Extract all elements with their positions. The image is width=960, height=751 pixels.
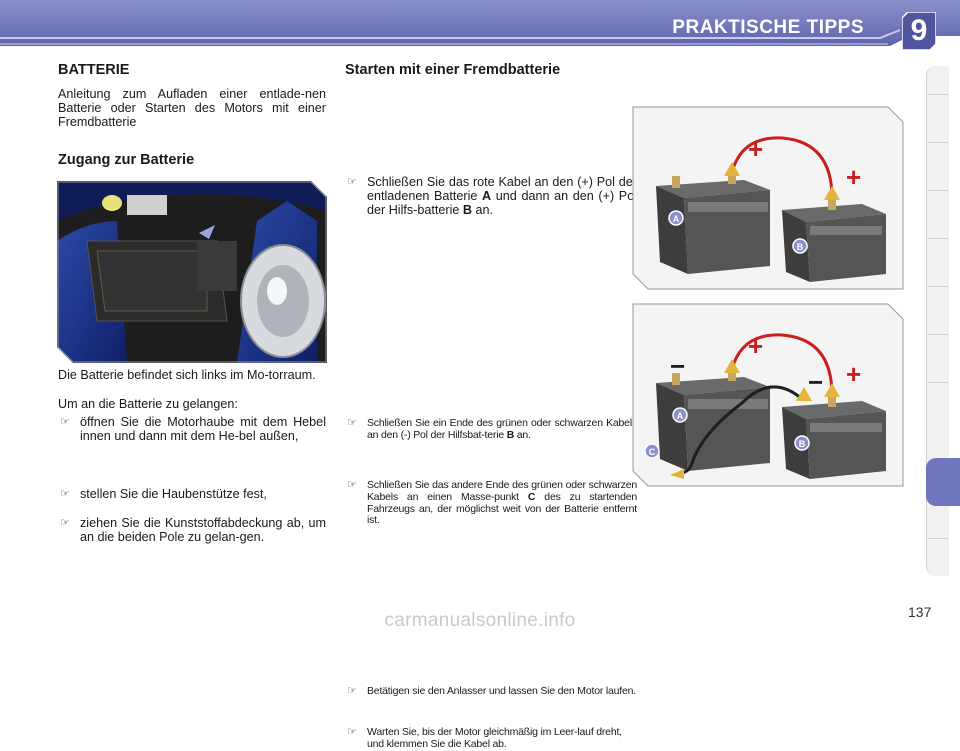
section-heading: BATTERIE (58, 62, 130, 78)
watermark: carmanualsonline.info (384, 610, 576, 631)
tab-divider (928, 334, 948, 335)
list-item: ☞ stellen Sie die Haubenstütze fest, (60, 486, 267, 501)
pointing-hand-icon: ☞ (347, 417, 357, 430)
black-cable (681, 385, 803, 475)
pointing-hand-icon: ☞ (60, 416, 70, 428)
tab-divider (928, 538, 948, 539)
tab-divider (928, 190, 948, 191)
battery-a (656, 172, 770, 274)
battery-a-label: A (677, 411, 684, 421)
battery-a-label: A (673, 214, 680, 224)
list-item: ☞ öffnen Sie die Motorhaube mit dem Hebe… (60, 415, 326, 443)
jump-start-heading: Starten mit einer Fremdbatterie (345, 62, 561, 78)
plus-sign: + (748, 134, 763, 164)
subheading: Zugang zur Batterie (58, 152, 195, 168)
minus-sign: − (670, 351, 685, 381)
ground-point-label: C (649, 447, 656, 457)
tab-divider (928, 94, 948, 95)
pointing-hand-icon: ☞ (347, 175, 357, 188)
page-number: 137 (908, 604, 932, 620)
header-band (0, 0, 960, 46)
red-cable (730, 333, 834, 396)
battery-b-label: B (797, 242, 804, 252)
list-item: ☞ Warten Sie, bis der Motor gleichmäßig … (347, 725, 622, 750)
engine-bay-photo (57, 181, 327, 363)
chapter-tabs (926, 66, 949, 576)
list-item: ☞ Schließen Sie ein Ende des grünen oder… (347, 417, 637, 442)
pointing-hand-icon: ☞ (347, 478, 357, 491)
pointing-hand-icon: ☞ (60, 517, 70, 530)
tab-active-chapter[interactable] (926, 458, 960, 506)
battery-b (782, 198, 886, 282)
plus-sign: + (846, 359, 861, 389)
jump-start-diagram-ground-cable: A B C + + − − (632, 303, 904, 487)
battery-b-label: B (799, 439, 806, 449)
page-title: PRAKTISCHE TIPPS (672, 17, 864, 38)
tab-divider (928, 238, 948, 239)
list-item: ☞ ziehen Sie die Kunststoffabdeckung ab,… (60, 516, 326, 545)
tab-divider (928, 142, 948, 143)
access-intro: Um an die Batterie zu gelangen: (58, 397, 238, 411)
chapter-badge-icon (902, 12, 936, 50)
plus-sign: + (846, 162, 861, 192)
chapter-number: 9 (910, 14, 928, 47)
tab-divider (928, 382, 948, 383)
battery-b (782, 395, 886, 479)
pointing-hand-icon: ☞ (347, 725, 357, 738)
minus-sign: − (808, 367, 823, 397)
list-item: ☞ Schließen Sie das andere Ende des grün… (347, 478, 637, 527)
list-item: ☞ Betätigen sie den Anlasser und lassen … (347, 685, 636, 698)
red-cable (730, 136, 834, 199)
location-text: Die Batterie befindet sich links im Mo-t… (58, 368, 316, 382)
jump-start-diagram-red-cable: A B + + (632, 106, 904, 290)
plus-sign: + (748, 331, 763, 361)
battery-a (656, 369, 770, 471)
ground-point-c (644, 443, 660, 459)
tab-divider (928, 286, 948, 287)
pointing-hand-icon: ☞ (60, 487, 70, 500)
intro-text: Anleitung zum Aufladen einer entlade-nen… (58, 87, 326, 129)
pointing-hand-icon: ☞ (347, 685, 357, 698)
list-item: ☞ Schließen Sie das rote Kabel an den (+… (347, 174, 637, 217)
